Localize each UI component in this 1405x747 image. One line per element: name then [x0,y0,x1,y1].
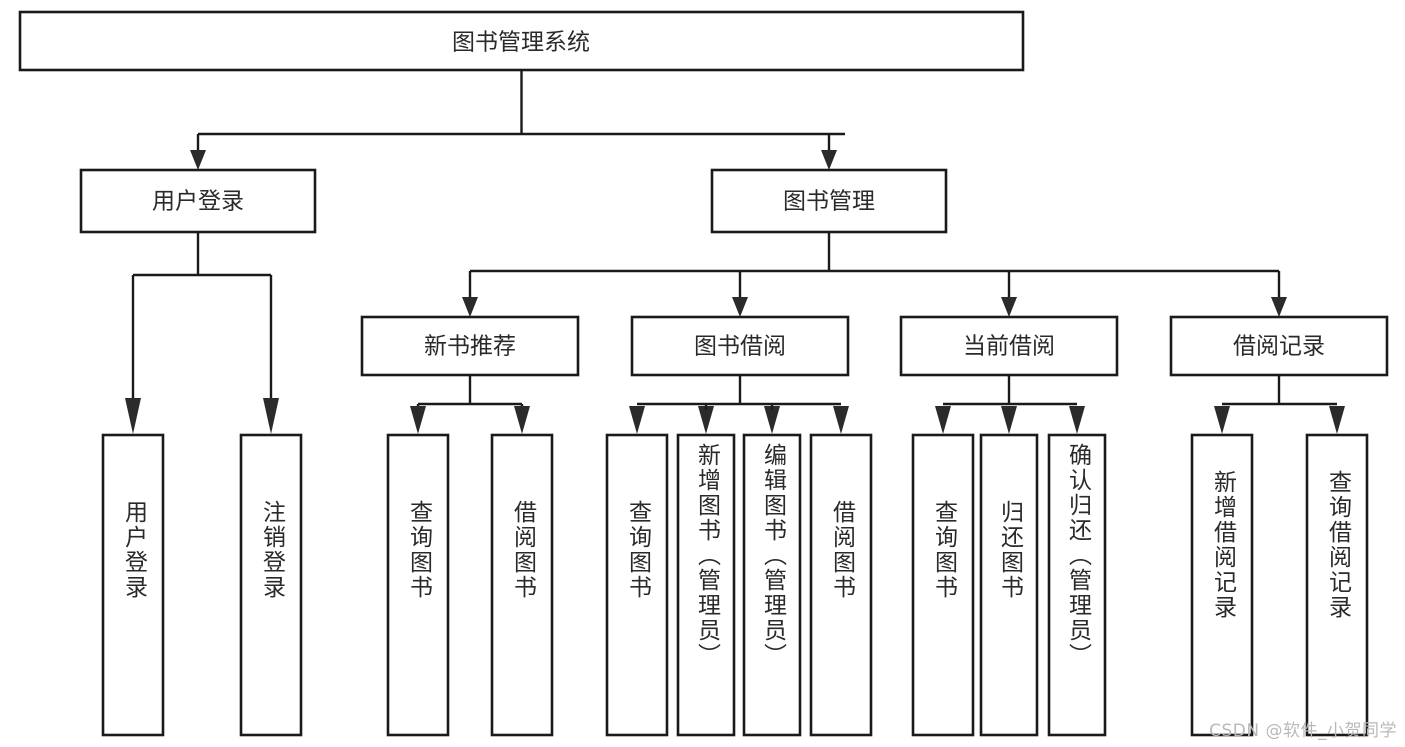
node-leaf-b-edit-box[interactable] [742,433,802,737]
node-root-label: 图书管理系统 [452,30,590,56]
arrowhead-c-return [1001,406,1017,434]
arrowhead-borrow [732,297,748,317]
arrowhead-b-query [629,406,645,434]
node-leaf-c-confirm-box[interactable] [1047,433,1107,737]
node-root-box[interactable] [18,10,1025,72]
node-new-book-label: 新书推荐 [424,334,516,360]
node-leaf-b-query-box[interactable] [605,433,669,737]
connector-group [125,70,1345,434]
arrowhead-userlogin [190,150,206,170]
node-borrow-label: 图书借阅 [694,334,786,360]
node-record-box[interactable] [1169,315,1389,377]
arrowhead-bookmgmt [821,150,837,170]
arrowhead-r-add [1214,406,1230,434]
arrowhead-leaf-user-login [125,398,141,434]
node-leaf-logout-box[interactable] [239,433,303,737]
node-record-label: 借阅记录 [1233,334,1325,360]
arrowhead-newbook [462,297,478,317]
node-current-box[interactable] [899,315,1119,377]
arrowhead-b-borrow [833,406,849,434]
arrowhead-current [1001,297,1017,317]
arrowhead-nb-borrow [514,406,530,434]
node-user-login-box[interactable] [79,168,317,234]
arrowhead-nb-query [410,406,426,434]
node-current-label: 当前借阅 [963,334,1055,360]
arrowhead-b-add [698,406,714,434]
arrowhead-r-query [1329,406,1345,434]
csdn-watermark: CSDN @软件_小贺同学 [1209,721,1397,741]
node-leaf-c-query-box[interactable] [911,433,975,737]
arrowhead-record [1271,297,1287,317]
node-borrow-box[interactable] [630,315,850,377]
node-book-mgmt-label: 图书管理 [783,189,875,215]
node-user-login-label: 用户登录 [152,189,244,215]
node-group: 图书管理系统 用户登录 图书管理 新书推荐 图书借阅 当前借阅 借阅记录 [18,10,1389,737]
node-leaf-b-add-box[interactable] [676,433,736,737]
node-new-book-box[interactable] [360,315,580,377]
node-leaf-nb-borrow-box[interactable] [490,433,554,737]
node-book-mgmt-box[interactable] [710,168,948,234]
arrowhead-b-edit [764,406,780,434]
node-leaf-user-login-box[interactable] [101,433,165,737]
node-leaf-b-borrow-box[interactable] [809,433,873,737]
arrowhead-c-query [935,406,951,434]
arrowhead-leaf-logout [263,398,279,434]
node-leaf-r-add-box[interactable] [1190,433,1254,737]
arrowhead-c-confirm [1069,406,1085,434]
node-leaf-r-query-box[interactable] [1305,433,1369,737]
node-leaf-c-return-box[interactable] [979,433,1039,737]
node-leaf-nb-query-box[interactable] [386,433,450,737]
